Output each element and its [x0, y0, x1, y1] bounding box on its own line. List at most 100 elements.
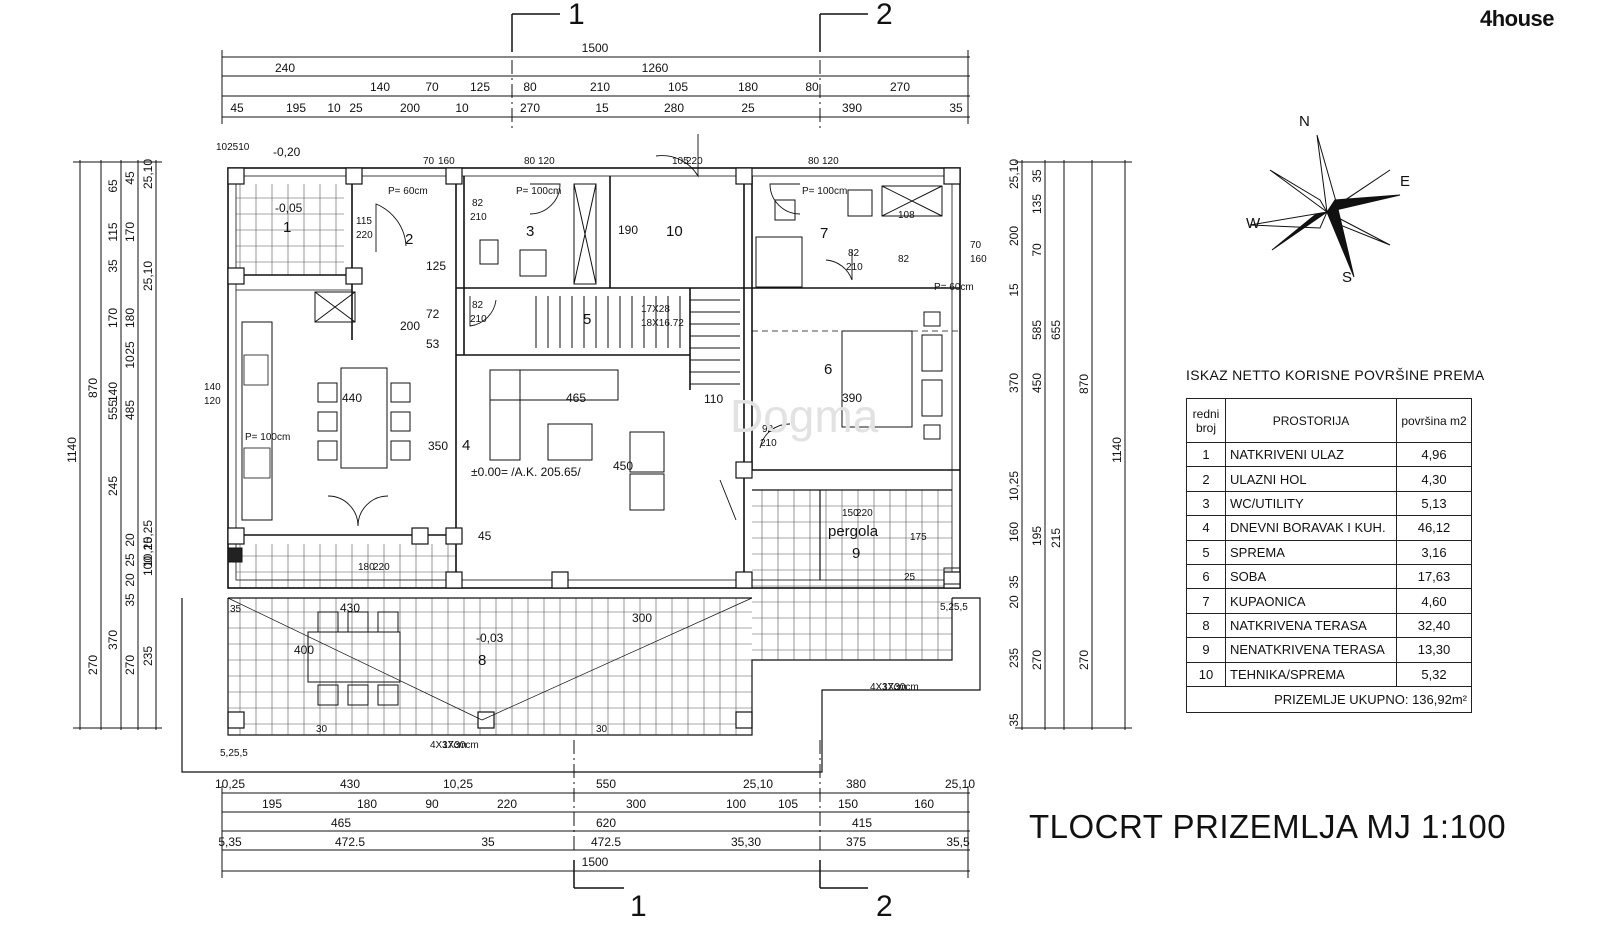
cell-no: 3: [1186, 490, 1226, 517]
dimension-label: 1500: [582, 855, 609, 869]
section-label-2-bottom: 2: [876, 890, 893, 923]
cell-area: 5,13: [1396, 490, 1472, 517]
dimension-lines-top: [221, 50, 970, 124]
dimension-label: 415: [852, 816, 872, 830]
dimension-label: 25: [123, 341, 137, 355]
dim-210: 210: [470, 314, 487, 325]
dimension-lines-bottom: [221, 786, 970, 878]
room-number-9: 9: [852, 545, 860, 562]
dimension-label: 195: [1030, 526, 1044, 546]
dimension-label: 270: [1077, 650, 1091, 670]
step-4x17: 4X17cm: [870, 682, 907, 693]
stairs: [535, 296, 740, 385]
window-160: 160: [438, 156, 455, 167]
parapet-100: P= 100cm: [802, 186, 847, 197]
dim-430: 430: [340, 601, 360, 615]
dim-120: 120: [204, 396, 221, 407]
dim-108: 108: [898, 210, 915, 221]
dimension-label: 270: [1030, 650, 1044, 670]
watermark: Dogma: [730, 390, 879, 442]
dimension-label: 210: [590, 80, 610, 94]
compass-w: W: [1246, 215, 1261, 232]
dimension-label: 10: [327, 101, 341, 115]
dimension-label: 270: [86, 655, 100, 675]
dimension-label: 25,10: [945, 777, 975, 791]
window-70: 70: [423, 156, 435, 167]
dimension-label: 140: [106, 382, 120, 402]
dimension-label: 115: [106, 222, 120, 241]
cell-name: TEHNIKA/SPREMA: [1225, 661, 1397, 687]
dimension-label: 270: [890, 80, 910, 94]
level-datum: ±0.00= /A.K. 205.65/: [471, 465, 581, 479]
level-terrace: -0,03: [476, 631, 504, 645]
dimension-label: 35: [1030, 169, 1044, 183]
room-number-10: 10: [666, 223, 683, 240]
dimension-label: 25: [123, 553, 137, 567]
dimension-label: 20: [123, 533, 137, 547]
room-number-6: 6: [824, 361, 832, 378]
dim-25: 25: [904, 572, 916, 583]
section-label-1-top: 1: [568, 0, 585, 31]
window-80: 80: [524, 156, 536, 167]
dimension-label: 375: [846, 835, 866, 849]
compass-s: S: [1342, 269, 1352, 286]
dimension-label: 35: [949, 101, 963, 115]
dimension-label: 472.5: [591, 835, 621, 849]
dimension-label: 450: [1030, 373, 1044, 393]
cell-name: KUPAONICA: [1225, 588, 1397, 614]
dimension-label: 10,25: [443, 777, 473, 791]
columns: [227, 167, 961, 729]
dimension-label: 1140: [65, 437, 79, 463]
dimension-label: 90: [425, 797, 439, 811]
compass-e: E: [1400, 173, 1410, 190]
window-80: 80: [808, 156, 820, 167]
cell-no: 8: [1186, 612, 1226, 639]
cell-no: 1: [1186, 441, 1226, 468]
dimension-label: 655: [1049, 320, 1063, 340]
section-label-2-top: 2: [876, 0, 893, 31]
dimension-label: 620: [596, 816, 616, 830]
dim-465: 465: [566, 391, 586, 405]
stair-going: 18X16.72: [641, 318, 684, 329]
dimension-label: 10,25: [1007, 471, 1021, 501]
dim-72: 72: [426, 307, 440, 321]
dimension-lines-right: [1015, 160, 1132, 730]
dim-82: 82: [898, 254, 910, 265]
dim-220: 220: [373, 562, 390, 573]
section-marker-2-bottom: [819, 740, 868, 889]
cell-name: NATKRIVENA TERASA: [1225, 612, 1397, 639]
dimension-label: 390: [842, 101, 862, 115]
step-3x30: 3X30cm: [442, 740, 479, 751]
dimension-label: 5,35: [218, 835, 242, 849]
col-area-header: površina m2: [1396, 398, 1472, 443]
dimension-label: 25,10: [1007, 159, 1021, 189]
dimension-label: 485: [123, 400, 137, 420]
dimension-label: 10,25: [141, 520, 155, 550]
cell-no: 7: [1186, 588, 1226, 614]
dimension-label: 10,25: [215, 777, 245, 791]
dimension-label: 235: [1007, 648, 1021, 668]
dimension-label: 45: [123, 171, 137, 185]
dimension-label: 20: [123, 573, 137, 587]
dimension-label: 1500: [582, 41, 609, 55]
level-entry: -0,20: [273, 145, 301, 159]
dimension-label: 15: [595, 101, 609, 115]
stair-rise: 17X28: [641, 304, 670, 315]
dim-220: 220: [856, 508, 873, 519]
dim-125: 125: [426, 259, 446, 273]
room-number-7: 7: [820, 225, 828, 242]
dim-200: 200: [400, 319, 420, 333]
room-number-5: 5: [583, 311, 591, 328]
dimension-label: 472.5: [335, 835, 365, 849]
cell-no: 9: [1186, 637, 1226, 663]
dim-175: 175: [910, 532, 927, 543]
dimension-label: 125: [470, 80, 490, 94]
dimension-label: 10: [455, 101, 469, 115]
dimension-label: 1140: [1110, 437, 1124, 463]
